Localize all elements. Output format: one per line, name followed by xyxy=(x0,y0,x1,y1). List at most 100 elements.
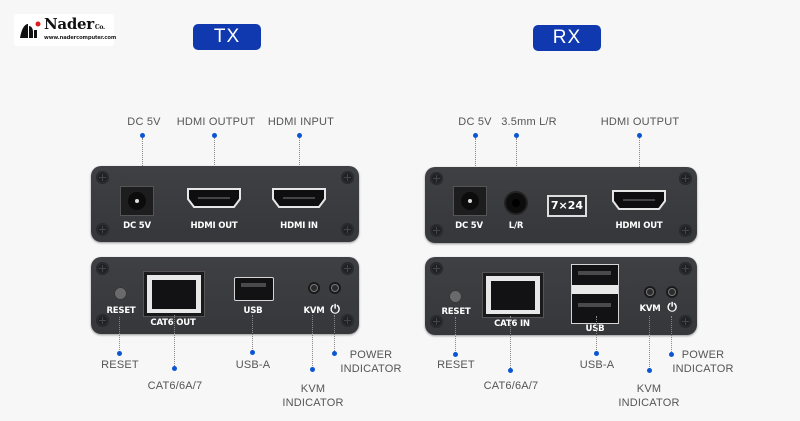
audio-label: L/R xyxy=(508,221,524,231)
dc-port-label: DC 5V xyxy=(123,221,151,231)
tx-callout-dc: DC 5V xyxy=(127,116,161,128)
kvm-callout-line2: INDICATOR xyxy=(618,397,680,409)
tx-callout-usb: USB-A xyxy=(235,359,271,371)
dc-power-port xyxy=(453,186,487,216)
callout-dot xyxy=(250,350,255,355)
screw-icon xyxy=(96,314,109,327)
callout-line xyxy=(475,138,476,192)
power-icon: ⏻ xyxy=(667,300,677,314)
dc-port-label: DC 5V xyxy=(455,221,483,231)
reset-button xyxy=(449,290,462,303)
power-callout-line1: POWER xyxy=(349,349,393,361)
rx-callout-hdmi-out: HDMI OUTPUT xyxy=(600,116,680,128)
rx-callout-dc: DC 5V xyxy=(458,116,492,128)
screw-icon xyxy=(341,314,354,327)
rj45-port xyxy=(482,272,544,318)
power-callout-line2: INDICATOR xyxy=(672,363,734,375)
reset-label: RESET xyxy=(106,306,136,316)
rx-callout-power: POWER INDICATOR xyxy=(672,348,734,376)
callout-dot xyxy=(117,351,122,356)
hdmi-in-label: HDMI IN xyxy=(280,221,318,231)
callout-dot xyxy=(647,368,652,373)
power-led-indicator xyxy=(331,284,339,292)
hdmi-out-port xyxy=(187,188,241,208)
callout-line xyxy=(334,315,335,351)
nader-logo-icon xyxy=(20,21,41,38)
rj45-port xyxy=(143,271,205,317)
tx-callout-cat: CAT6/6A/7 xyxy=(147,380,203,392)
7x24-badge: 7×24 xyxy=(547,195,587,217)
usb-label: USB xyxy=(585,324,605,334)
callout-line xyxy=(596,316,597,352)
rx-front-panel: DC 5V L/R 7×24 HDMI OUT xyxy=(425,167,697,243)
callout-dot xyxy=(508,368,513,373)
hdmi-in-port xyxy=(272,188,326,208)
hdmi-out-label: HDMI OUT xyxy=(190,221,238,231)
tx-callout-hdmi-out: HDMI OUTPUT xyxy=(176,116,256,128)
audio-jack-port xyxy=(506,193,526,213)
brand-name: NaderCo. xyxy=(44,15,105,33)
kvm-callout-line1: KVM xyxy=(300,383,326,395)
callout-dot xyxy=(514,133,519,138)
rx-callout-audio: 3.5mm L/R xyxy=(501,116,557,128)
tx-front-panel: DC 5V HDMI OUT HDMI IN xyxy=(91,166,359,242)
screw-icon xyxy=(96,223,109,236)
cat6-in-label: CAT6 IN xyxy=(494,319,530,329)
dual-usb-a-port xyxy=(571,264,619,324)
callout-line xyxy=(649,316,650,369)
screw-icon xyxy=(430,262,443,275)
screw-icon xyxy=(96,171,109,184)
screw-icon xyxy=(341,262,354,275)
screw-icon xyxy=(679,315,692,328)
rx-back-panel: RESET CAT6 IN USB KVM ⏻ xyxy=(425,257,697,335)
usb-a-port xyxy=(234,277,274,301)
kvm-label: KVM xyxy=(303,306,325,316)
kvm-led-indicator xyxy=(646,288,654,296)
rx-callout-usb: USB-A xyxy=(579,359,615,371)
tx-back-panel: RESET CAT6 OUT USB KVM ⏻ xyxy=(91,257,359,334)
screw-icon xyxy=(430,315,443,328)
hdmi-out-port xyxy=(612,190,666,210)
screw-icon xyxy=(341,223,354,236)
kvm-callout-line1: KVM xyxy=(636,383,662,395)
callout-dot xyxy=(140,133,145,138)
callout-line xyxy=(510,316,511,368)
rx-callout-reset: RESET xyxy=(437,359,475,371)
callout-dot xyxy=(212,133,217,138)
screw-icon xyxy=(430,224,443,237)
screw-icon xyxy=(430,172,443,185)
callout-line xyxy=(142,138,143,192)
callout-line xyxy=(252,315,253,351)
kvm-led-indicator xyxy=(310,284,318,292)
callout-dot xyxy=(669,352,674,357)
callout-dot xyxy=(310,367,315,372)
usb-label: USB xyxy=(243,306,263,316)
power-icon: ⏻ xyxy=(330,302,340,316)
callout-line xyxy=(455,317,456,353)
rx-tag: RX xyxy=(533,25,601,51)
tx-tag: TX xyxy=(193,24,261,50)
callout-line xyxy=(174,315,175,366)
screw-icon xyxy=(679,262,692,275)
screw-icon xyxy=(341,171,354,184)
kvm-label: KVM xyxy=(639,304,661,314)
tx-callout-hdmi-in: HDMI INPUT xyxy=(267,116,335,128)
screw-icon xyxy=(96,262,109,275)
tx-callout-power: POWER INDICATOR xyxy=(340,348,402,376)
rx-callout-cat: CAT6/6A/7 xyxy=(483,380,539,392)
power-led-indicator xyxy=(668,288,676,296)
callout-dot xyxy=(637,133,642,138)
hdmi-out-label: HDMI OUT xyxy=(615,221,663,231)
screw-icon xyxy=(679,224,692,237)
callout-dot xyxy=(473,133,478,138)
callout-dot xyxy=(594,351,599,356)
callout-dot xyxy=(453,352,458,357)
callout-line xyxy=(671,316,672,352)
callout-dot xyxy=(172,366,177,371)
screw-icon xyxy=(679,172,692,185)
kvm-callout-line2: INDICATOR xyxy=(282,397,344,409)
brand-logo: NaderCo. www.nadercomputer.com xyxy=(14,14,116,46)
tx-callout-kvm: KVM INDICATOR xyxy=(278,382,348,410)
callout-line xyxy=(119,317,120,352)
dc-power-port xyxy=(120,186,154,216)
